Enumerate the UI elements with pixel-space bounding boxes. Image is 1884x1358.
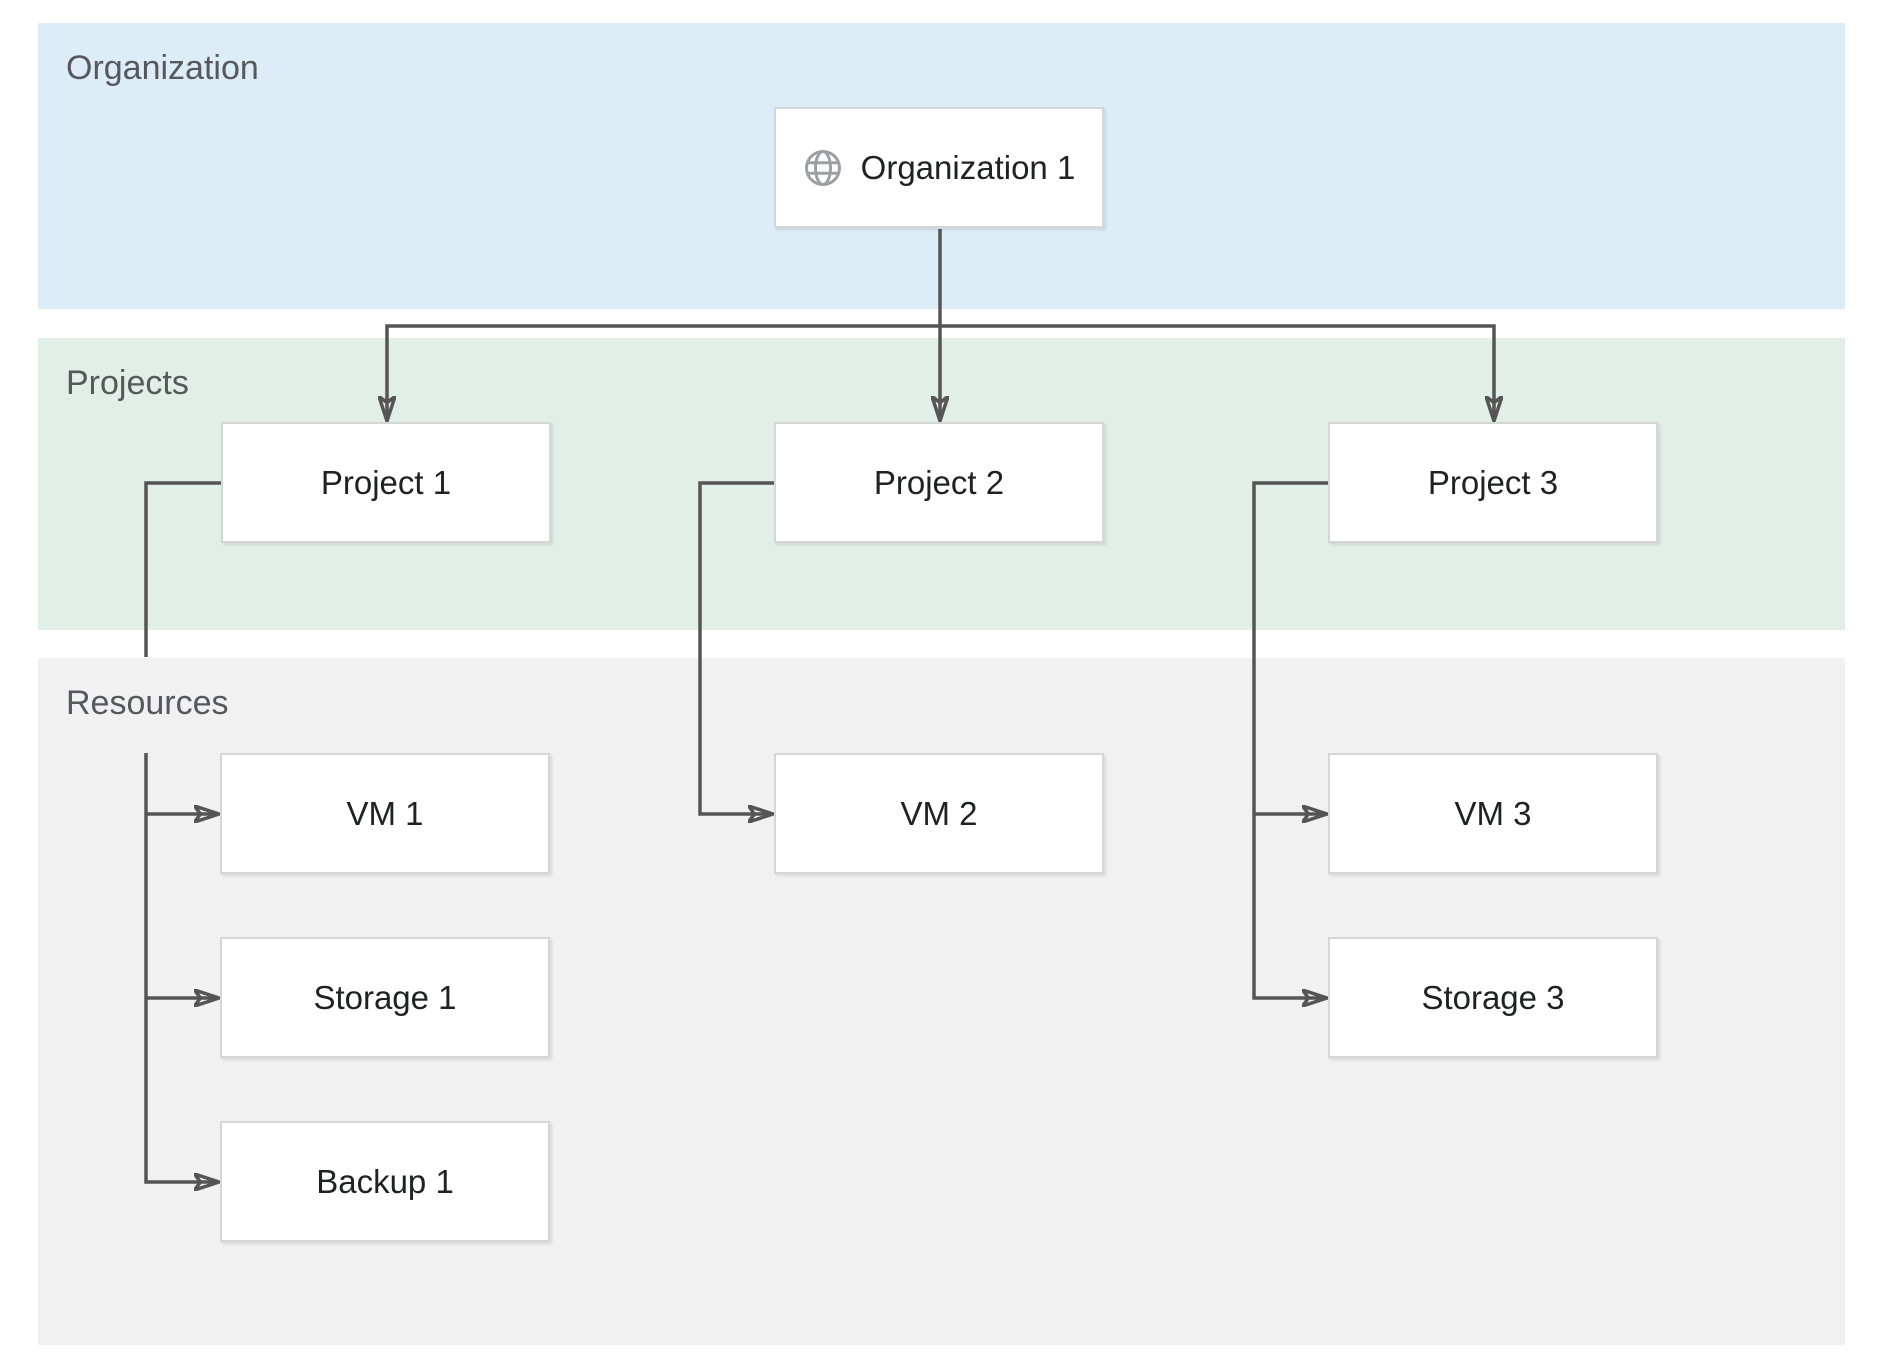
node-label: Backup 1 bbox=[316, 1162, 454, 1200]
edge-project1-backup1 bbox=[144, 753, 218, 1182]
node-storage-3[interactable]: Storage 3 bbox=[1328, 937, 1658, 1058]
resources-band-label: Resources bbox=[66, 684, 229, 722]
node-label: VM 2 bbox=[900, 794, 978, 832]
node-label: VM 3 bbox=[1454, 794, 1532, 832]
node-label: Project 2 bbox=[873, 463, 1005, 501]
globe-icon bbox=[804, 149, 841, 186]
node-label: Project 3 bbox=[1427, 463, 1559, 501]
edge-project1-trunk-upper bbox=[144, 481, 221, 657]
edge-organization1-project1 bbox=[387, 324, 940, 420]
node-label: Storage 3 bbox=[1421, 978, 1565, 1016]
edge-organization1-project3 bbox=[940, 324, 1494, 420]
edge-project2-vm2 bbox=[698, 481, 774, 814]
node-project-1[interactable]: Project 1 bbox=[221, 422, 551, 543]
node-label: Organization 1 bbox=[860, 148, 1076, 186]
projects-band-label: Projects bbox=[66, 364, 189, 402]
node-vm-1[interactable]: VM 1 bbox=[220, 753, 550, 874]
node-vm-2[interactable]: VM 2 bbox=[774, 753, 1104, 874]
node-project-3[interactable]: Project 3 bbox=[1328, 422, 1658, 543]
node-label: Project 1 bbox=[320, 463, 452, 501]
node-storage-1[interactable]: Storage 1 bbox=[220, 937, 550, 1058]
node-project-2[interactable]: Project 2 bbox=[774, 422, 1104, 543]
node-label: VM 1 bbox=[346, 794, 424, 832]
node-label: Storage 1 bbox=[313, 978, 457, 1016]
node-organization-1[interactable]: Organization 1 bbox=[774, 107, 1104, 228]
node-vm-3[interactable]: VM 3 bbox=[1328, 753, 1658, 874]
edge-project3-storage3 bbox=[1252, 481, 1328, 998]
node-backup-1[interactable]: Backup 1 bbox=[220, 1121, 550, 1242]
organization-band-label: Organization bbox=[66, 49, 259, 87]
